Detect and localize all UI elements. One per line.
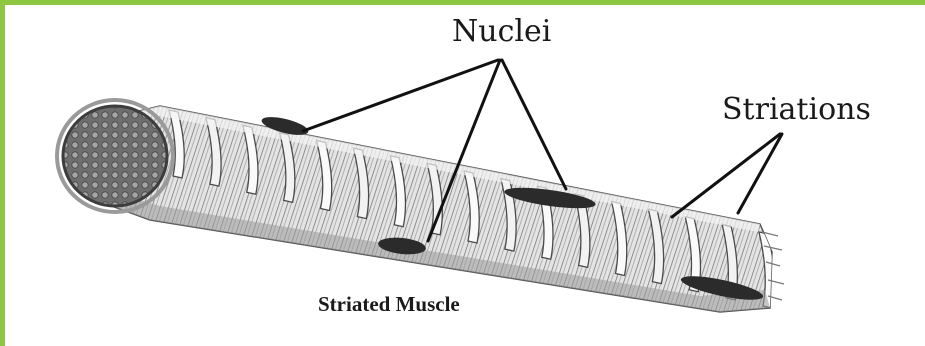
figure-caption: Striated Muscle (318, 292, 460, 317)
striations-leader-lines (672, 134, 782, 217)
nuclei-label: Nuclei (452, 14, 551, 49)
fibre-cut-end (63, 106, 167, 206)
striations-label: Striations (722, 92, 871, 127)
